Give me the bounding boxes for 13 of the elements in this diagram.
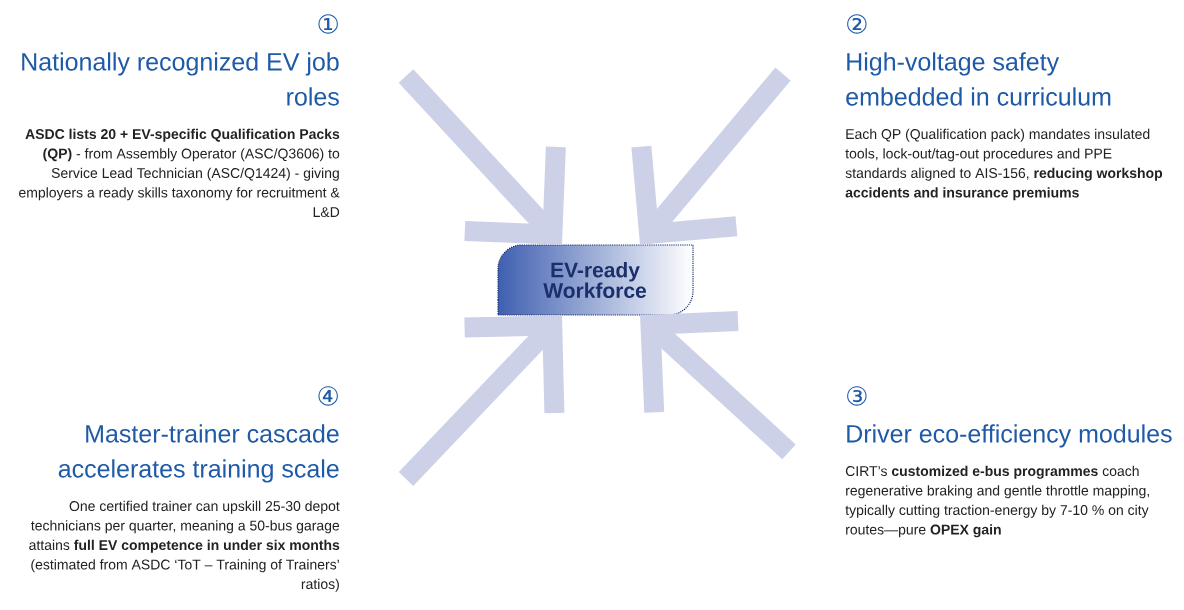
section-heading: Driver eco-efficiency modules xyxy=(847,424,1172,448)
center-box: EV-ready Workforce xyxy=(497,244,694,316)
section-text: One certified trainer can upskill 25-30 depot technicians per quarter, meaning a 50-bus garage attains full EV competence in under six months (estimated from ASDC ‘ToT – Training of Trainers’ ratios) xyxy=(29,500,340,592)
section-heading: Nationally recognized EV job roles xyxy=(22,52,339,106)
section-text: Each QP (Qualification pack) mandates insulated tools, lock-out/tag-out procedures and PPE standards aligned to AIS-156, reducing workshop accidents and insurance premiums xyxy=(845,128,1163,201)
section-heading: Master-trainer cascade accelerates training scale xyxy=(58,424,339,483)
section-number: ④ xyxy=(318,386,338,406)
section-heading: High-voltage safety embedded in curriculum xyxy=(846,52,1111,106)
section-number: ③ xyxy=(847,386,867,406)
section-number: ② xyxy=(847,14,867,34)
section-number: ① xyxy=(318,14,338,34)
section-text: CIRT’s customized e-bus programmes coach regenerative braking and gentle throttle mapping, typically cutting traction-energy by 7-10 % on city routes—pure OPEX gain xyxy=(845,465,1149,538)
section-text: ASDC lists 20 + EV-specific Qualification Packs (QP) - from Assembly Operator (ASC/Q3606) to Service Lead Technician (ASC/Q1424) - giving employers a ready skills taxonomy for recruitment & L&D xyxy=(19,128,340,218)
